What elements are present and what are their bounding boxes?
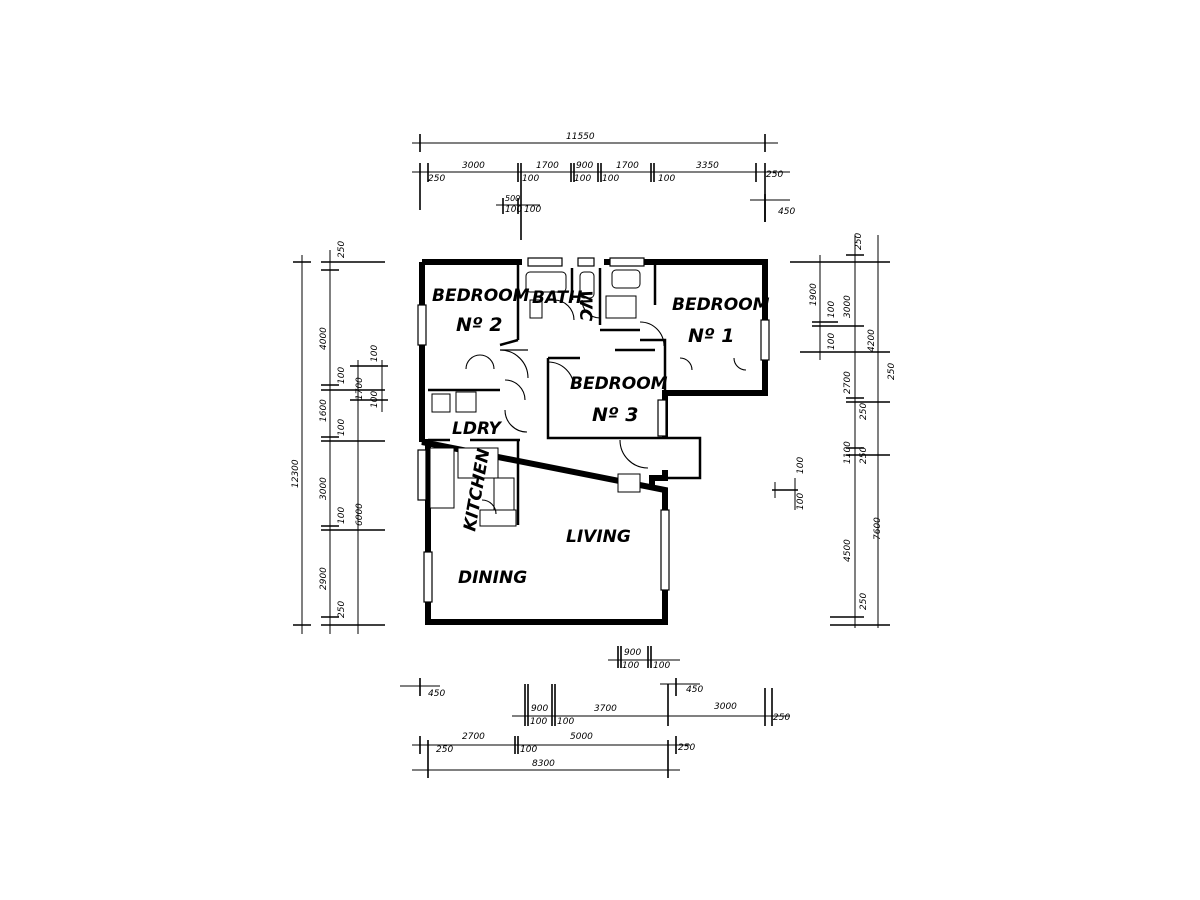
dim-left-misc-0: 100 <box>370 345 380 362</box>
dim-left-r2-0: 100 <box>337 367 347 384</box>
dim-left-r2-2: 100 <box>337 419 347 436</box>
dim-top-4: 100 <box>574 174 591 184</box>
windows <box>417 257 770 603</box>
living-label: LIVING <box>566 527 631 547</box>
dim-right-r2-2: 250 <box>887 363 897 380</box>
dim-left-r2-4: 6000 <box>355 503 365 526</box>
dim-top-8: 100 <box>658 174 675 184</box>
dim-right-r2-1: 7600 <box>873 517 883 540</box>
dim-left-misc-1: 100 <box>370 391 380 408</box>
dim-bottom-r2-1: 900 <box>531 704 548 714</box>
building-walls <box>419 259 768 625</box>
dim-right-r2-3: 100 <box>827 333 837 350</box>
dim-bottom-overall: 8300 <box>532 759 555 769</box>
dim-right-3: 3000 <box>843 295 853 318</box>
dim-bottom-r2-0: 100 <box>530 717 547 727</box>
dim-bottom-misc-4: 100 <box>653 661 670 671</box>
dim-top-extra-1: 100 <box>505 205 522 215</box>
dim-top-extra-3: 450 <box>778 207 795 217</box>
dim-right-0: 250 <box>854 233 864 250</box>
dim-left-1: 4000 <box>319 327 329 350</box>
laundry-label: LDRY <box>452 419 502 439</box>
dim-bottom-r1-0: 250 <box>436 745 453 755</box>
bath-label: BATH <box>532 288 582 308</box>
dim-left-0: 250 <box>337 241 347 258</box>
dining-label: DINING <box>458 568 527 588</box>
dim-bottom-misc-2: 900 <box>624 648 641 658</box>
bedroom1-number: Nº 1 <box>688 325 734 347</box>
dim-top-7: 1700 <box>616 161 639 171</box>
top-dimensions: 11550 250 3000 100 1700 100 900 100 1700… <box>412 132 795 240</box>
dim-left-r2-1: 1700 <box>355 377 365 400</box>
dim-bottom-r2-5: 250 <box>773 713 790 723</box>
dim-right-9: 250 <box>859 593 869 610</box>
doors <box>465 299 747 515</box>
dim-right-misc-1: 100 <box>796 493 806 510</box>
bedroom1-label: BEDROOM <box>672 295 770 315</box>
dim-bottom-r1-1: 2700 <box>462 732 485 742</box>
right-dimensions: 250 1900 100 3000 2700 250 1100 250 4500… <box>772 233 897 628</box>
dim-bottom-misc-3: 100 <box>622 661 639 671</box>
dim-top-overall: 11550 <box>566 132 595 142</box>
bedroom2-number: Nº 2 <box>456 314 502 336</box>
dim-right-5: 250 <box>859 403 869 420</box>
dim-left-overall: 12300 <box>291 459 301 488</box>
bedroom3-label: BEDROOM <box>570 374 668 394</box>
dim-left-4: 2900 <box>319 567 329 590</box>
dim-right-misc-0: 100 <box>796 457 806 474</box>
dim-top-6: 100 <box>602 174 619 184</box>
dim-left-3: 3000 <box>319 477 329 500</box>
dim-right-4: 2700 <box>843 371 853 394</box>
dim-bottom-r1-2: 100 <box>520 745 537 755</box>
dim-top-extra-0: 500 <box>505 194 520 203</box>
dim-top-0: 250 <box>428 174 445 184</box>
dim-bottom-misc-0: 450 <box>428 689 445 699</box>
dim-bottom-r1-3: 5000 <box>570 732 593 742</box>
wc-label: WC <box>575 290 595 322</box>
bottom-dimensions: 8300 250 2700 100 5000 250 100 900 100 3… <box>400 646 790 778</box>
dim-bottom-r2-4: 3000 <box>714 702 737 712</box>
dim-left-5: 250 <box>337 601 347 618</box>
dim-top-1: 3000 <box>462 161 485 171</box>
dim-top-extra-2: 100 <box>524 205 541 215</box>
left-dimensions: 12300 250 4000 1600 3000 2900 250 100 17… <box>291 241 388 634</box>
dim-bottom-r2-2: 100 <box>557 717 574 727</box>
dim-right-1: 1900 <box>809 283 819 306</box>
dim-top-3: 1700 <box>536 161 559 171</box>
bedroom2-label: BEDROOM <box>432 286 530 306</box>
dim-bottom-r1-4: 250 <box>678 743 695 753</box>
dim-top-10: 250 <box>766 170 783 180</box>
bedroom3-number: Nº 3 <box>592 404 638 426</box>
room-labels: BEDROOM Nº 2 BATH WC BEDROOM Nº 1 BEDROO… <box>432 286 770 588</box>
dim-right-6: 1100 <box>843 441 853 464</box>
dim-top-2: 100 <box>522 174 539 184</box>
dim-top-5: 900 <box>576 161 593 171</box>
dim-bottom-r2-3: 3700 <box>594 704 617 714</box>
dim-bottom-misc-1: 450 <box>686 685 703 695</box>
dim-left-2: 1600 <box>319 399 329 422</box>
dim-left-r2-3: 100 <box>337 507 347 524</box>
dim-right-r2-0: 4200 <box>867 329 877 352</box>
dim-right-2: 100 <box>827 301 837 318</box>
dim-right-7: 250 <box>859 447 869 464</box>
dim-top-9: 3350 <box>696 161 719 171</box>
dim-right-8: 4500 <box>843 539 853 562</box>
